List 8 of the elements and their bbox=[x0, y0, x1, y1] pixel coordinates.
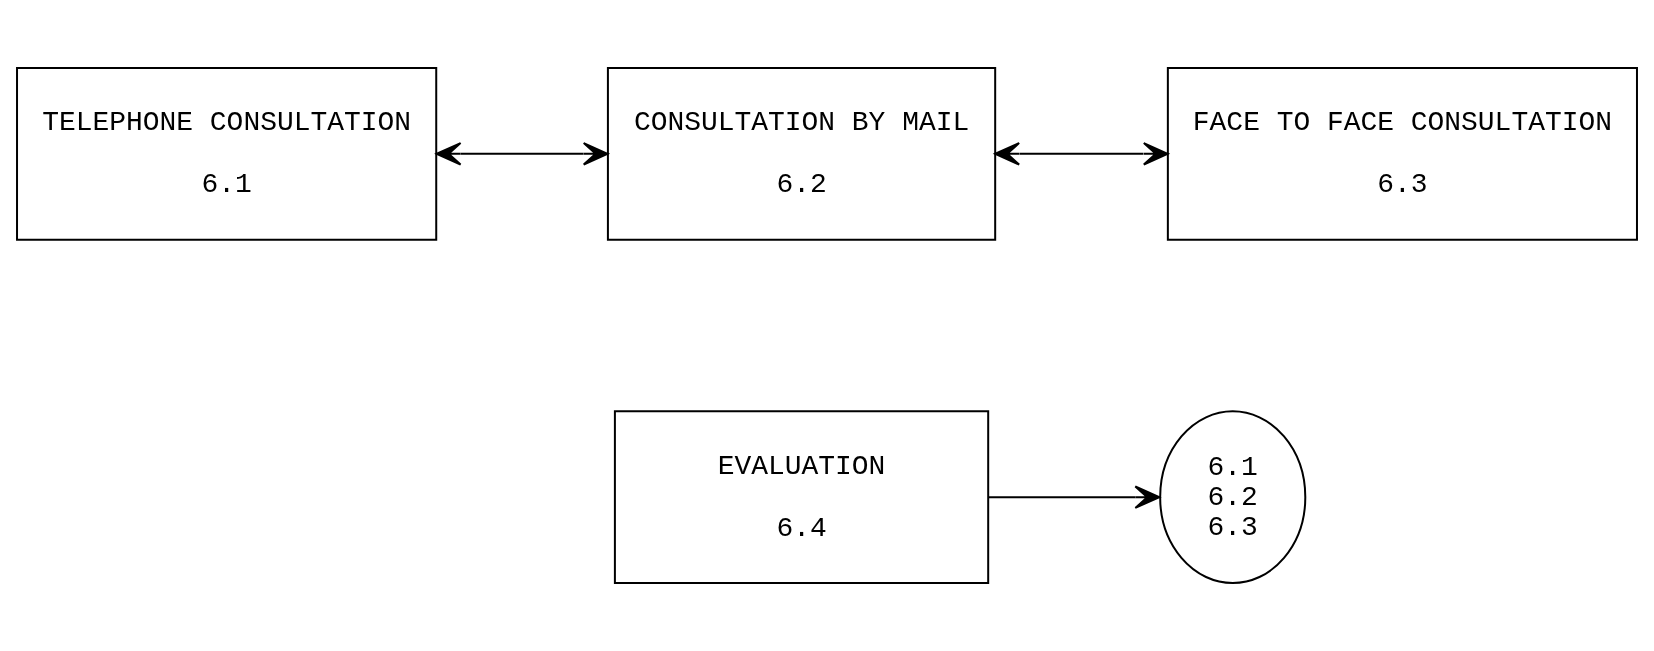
node-box: CONSULTATION BY MAIL 6.2 bbox=[606, 67, 997, 241]
node-box: EVALUATION 6.4 bbox=[613, 410, 990, 584]
arrow bbox=[994, 142, 1169, 166]
arrow bbox=[987, 485, 1161, 509]
node-ellipse: 6.1 6.2 6.3 bbox=[1159, 410, 1307, 584]
node-box: TELEPHONE CONSULTATION 6.1 bbox=[16, 67, 438, 241]
arrow bbox=[435, 142, 609, 166]
node-box: FACE TO FACE CONSULTATION 6.3 bbox=[1166, 67, 1638, 241]
